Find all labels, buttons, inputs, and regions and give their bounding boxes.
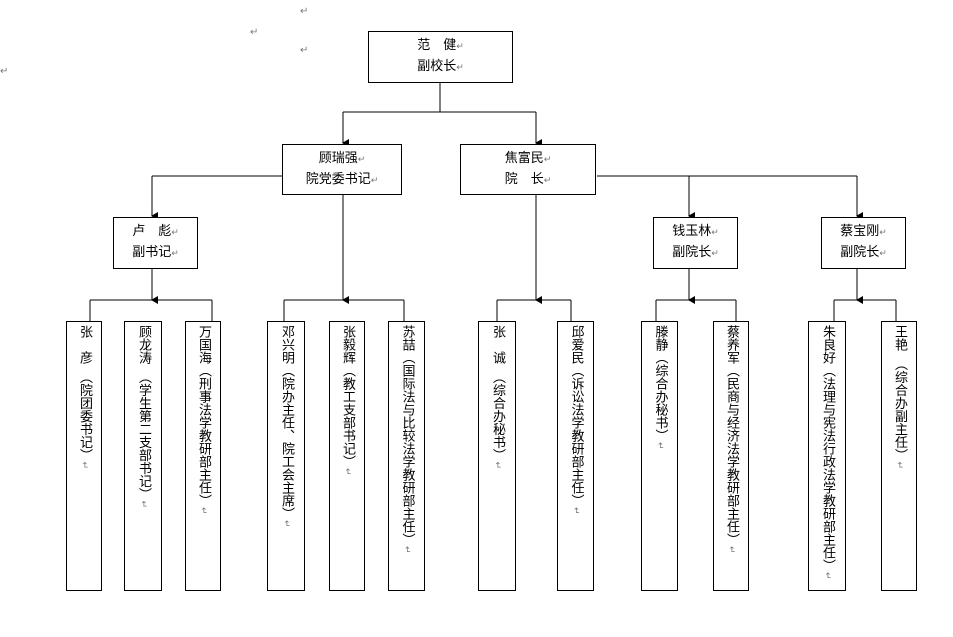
member-text: 顾龙涛 （学生第二支部书记） <box>136 325 151 501</box>
member-text: 蔡养军（民商与经济法学教研部主任） <box>724 325 739 546</box>
member-text: 邓兴明（院办主任、院工会主席） <box>279 325 294 520</box>
member-box: 蔡养军（民商与经济法学教研部主任）↵ <box>713 321 749 591</box>
node-title: 副校长 <box>417 59 457 74</box>
node-deputy-secretary: 卢 彪↵ 副书记↵ <box>113 217 198 269</box>
node-title: 副院长 <box>840 245 880 260</box>
node-name: 卢 彪 <box>132 224 172 239</box>
node-party-secretary: 顾瑞强↵ 院党委书记↵ <box>282 144 402 195</box>
node-name: 焦富民 <box>504 150 544 166</box>
node-vice-dean-cai: 蔡宝刚↵ 副院长↵ <box>821 217 906 269</box>
paragraph-mark: ↵ <box>300 45 309 56</box>
member-box: 邓兴明（院办主任、院工会主席）↵ <box>267 321 305 591</box>
member-text: 张 彦 （院团委书记） <box>77 325 92 462</box>
member-text: 王艳 （综合办副主任） <box>892 325 907 462</box>
member-text: 邱爱民（诉讼法学教研部主任） <box>568 325 584 507</box>
node-vice-dean-qian: 钱玉林↵ 副院长↵ <box>653 217 738 269</box>
node-name: 顾瑞强 <box>318 150 358 166</box>
member-text: 万国海（刑事法学教研部主任） <box>196 325 211 507</box>
member-box: 朱良好（法理与宪法行政法学教研部主任）↵ <box>808 321 846 591</box>
member-box: 张 彦 （院团委书记）↵ <box>66 321 102 591</box>
member-text: 张 诚 （综合办秘书） <box>490 325 505 462</box>
paragraph-mark: ↵ <box>0 66 9 77</box>
node-title: 副院长 <box>672 245 712 260</box>
member-box: 王艳 （综合办副主任）↵ <box>881 321 917 591</box>
node-name: 钱玉林 <box>672 224 712 239</box>
member-box: 万国海（刑事法学教研部主任）↵ <box>185 321 221 591</box>
member-text: 朱良好（法理与宪法行政法学教研部主任） <box>820 325 835 572</box>
member-box: 邱爱民（诉讼法学教研部主任）↵ <box>557 321 594 591</box>
paragraph-mark: ↵ <box>300 6 309 17</box>
member-text: 滕静（综合办秘书） <box>652 325 668 442</box>
node-vice-president: 范 健↵ 副校长↵ <box>368 31 513 83</box>
member-text: 张毅辉（教工支部书记） <box>340 325 355 468</box>
member-box: 张毅辉（教工支部书记）↵ <box>329 321 365 591</box>
member-box: 滕静（综合办秘书）↵ <box>641 321 678 591</box>
node-dean: 焦富民↵ 院 长↵ <box>460 144 596 195</box>
node-name: 范 健 <box>417 38 457 53</box>
paragraph-mark: ↵ <box>250 27 259 38</box>
member-box: 张 诚 （综合办秘书）↵ <box>478 321 516 591</box>
node-title: 副书记 <box>132 245 172 260</box>
member-box: 顾龙涛 （学生第二支部书记）↵ <box>124 321 162 591</box>
member-box: 苏喆（国际法与比较法学教研部主任）↵ <box>388 321 425 591</box>
node-title: 院党委书记 <box>305 171 371 187</box>
member-text: 苏喆（国际法与比较法学教研部主任） <box>399 325 415 546</box>
node-title: 院 长 <box>504 171 544 187</box>
node-name: 蔡宝刚 <box>840 224 880 239</box>
